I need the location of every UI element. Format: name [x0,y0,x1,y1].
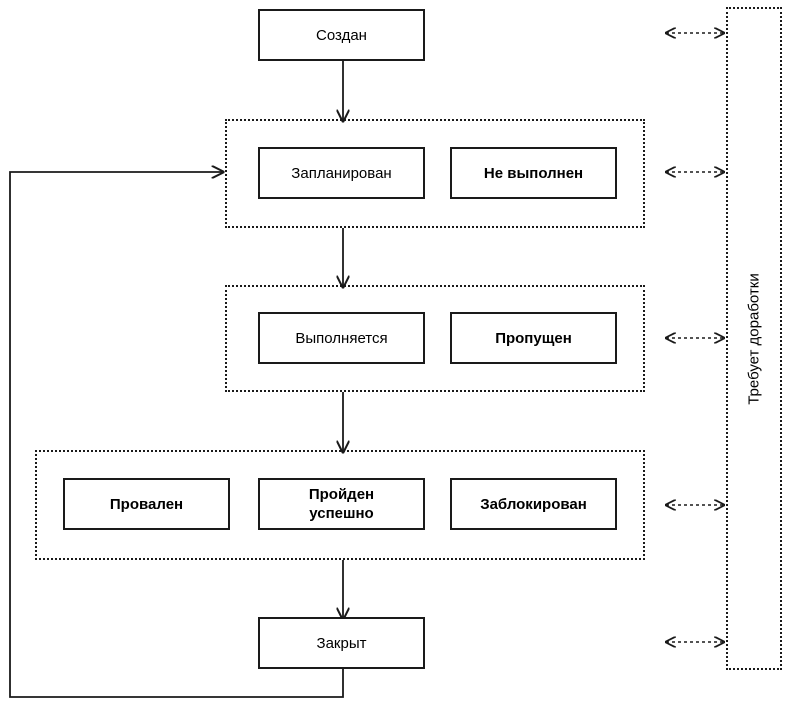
node-skipped[interactable]: Пропущен [450,312,617,364]
node-not-done[interactable]: Не выполнен [450,147,617,199]
rework-panel[interactable]: Требует доработки [726,7,782,670]
node-blocked[interactable]: Заблокирован [450,478,617,530]
group-planned-states [225,119,645,228]
group-result-states [35,450,645,560]
rework-panel-label: Требует доработки [745,272,763,405]
group-running-states [225,285,645,392]
node-in-progress[interactable]: Выполняется [258,312,425,364]
node-planned[interactable]: Запланирован [258,147,425,199]
node-created[interactable]: Создан [258,9,425,61]
node-passed[interactable]: Пройден успешно [258,478,425,530]
node-closed[interactable]: Закрыт [258,617,425,669]
node-failed[interactable]: Провален [63,478,230,530]
